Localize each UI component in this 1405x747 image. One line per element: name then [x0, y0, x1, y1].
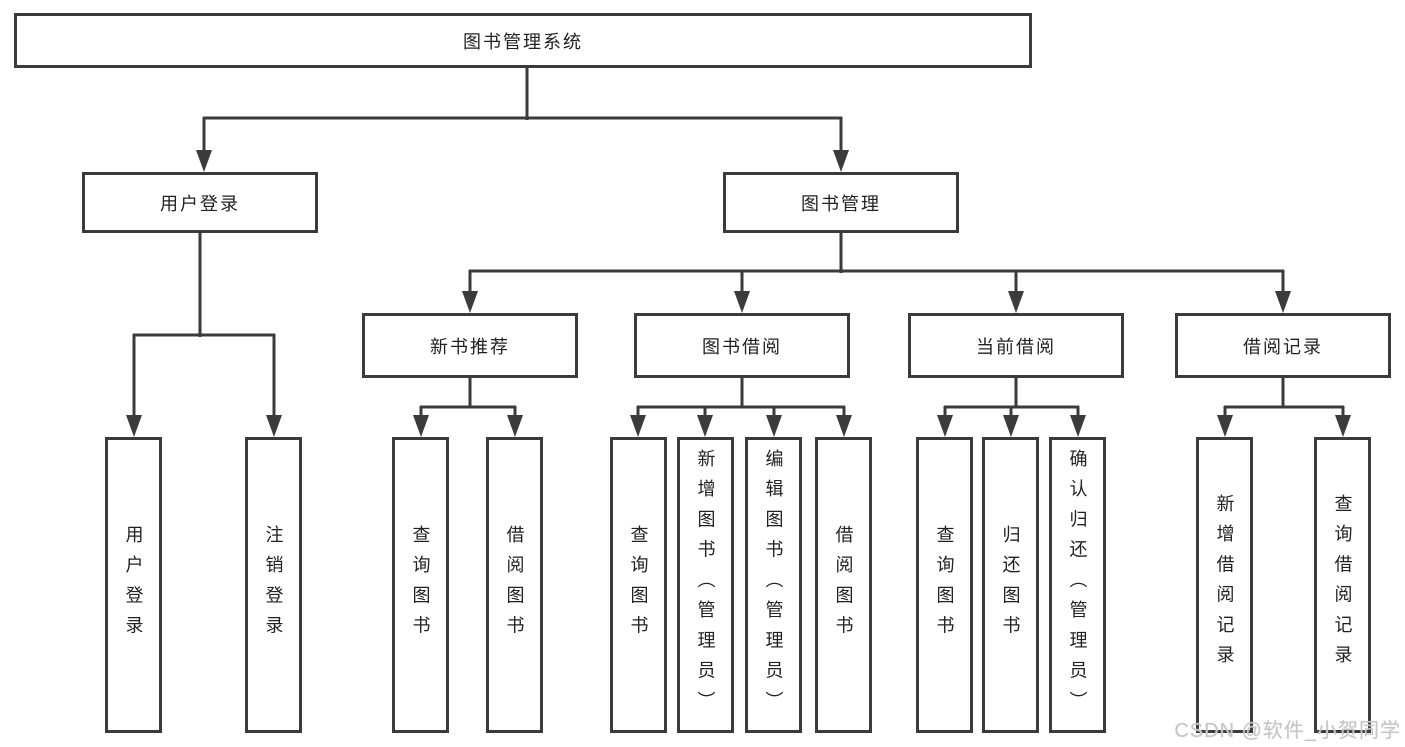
- arrowhead: [833, 150, 849, 172]
- arrowhead: [507, 415, 523, 437]
- leaf-query-book-2-label: 查询图书: [628, 524, 649, 646]
- leaf-edit-book-admin-label: 编辑图书（管理员）: [763, 448, 784, 722]
- leaf-edit-book-admin: 编辑图书（管理员）: [745, 437, 802, 733]
- leaf-query-borrow-record: 查询借阅记录: [1314, 437, 1371, 733]
- leaf-query-book-1: 查询图书: [392, 437, 449, 733]
- leaf-query-book-3-label: 查询图书: [934, 524, 955, 646]
- arrowhead: [937, 415, 953, 437]
- leaf-user-login: 用户登录: [105, 437, 162, 733]
- leaf-borrow-book-2-label: 借阅图书: [833, 524, 854, 646]
- connector-root-to-level2: [196, 68, 849, 172]
- connector-book-borrow-to-leaves: [630, 378, 852, 437]
- arrowhead: [126, 415, 142, 437]
- arrowhead: [196, 150, 212, 172]
- node-new-book-rec-label: 新书推荐: [430, 336, 510, 357]
- arrowhead: [836, 415, 852, 437]
- connector-new-book-to-leaves: [413, 378, 523, 437]
- leaf-borrow-book-1-label: 借阅图书: [504, 524, 525, 646]
- connector-current-borrow-to-leaves: [937, 378, 1086, 437]
- leaf-return-book: 归还图书: [982, 437, 1039, 733]
- leaf-add-borrow-record: 新增借阅记录: [1196, 437, 1253, 733]
- csdn-watermark: CSDN @软件_小贺同学: [1174, 720, 1401, 742]
- leaf-logout: 注销登录: [245, 437, 302, 733]
- leaf-confirm-return-admin: 确认归还（管理员）: [1049, 437, 1106, 733]
- leaf-return-book-label: 归还图书: [1000, 524, 1021, 646]
- leaf-confirm-return-admin-label: 确认归还（管理员）: [1067, 448, 1088, 722]
- node-book-mgmt-label: 图书管理: [801, 193, 881, 214]
- arrowhead: [413, 415, 429, 437]
- arrowhead: [1070, 415, 1086, 437]
- leaf-user-login-label: 用户登录: [123, 524, 144, 646]
- leaf-query-book-2: 查询图书: [610, 437, 667, 733]
- node-borrow-record-label: 借阅记录: [1243, 336, 1323, 357]
- leaf-logout-label: 注销登录: [263, 524, 284, 646]
- arrowhead: [1008, 291, 1024, 313]
- node-current-borrow: 当前借阅: [908, 313, 1124, 378]
- arrowhead: [630, 415, 646, 437]
- node-user-login: 用户登录: [82, 172, 318, 233]
- leaf-borrow-book-2: 借阅图书: [815, 437, 872, 733]
- arrowhead: [462, 291, 478, 313]
- arrowhead: [1275, 291, 1291, 313]
- node-book-borrow-label: 图书借阅: [702, 336, 782, 357]
- leaf-query-book-3: 查询图书: [916, 437, 973, 733]
- leaf-borrow-book-1: 借阅图书: [486, 437, 543, 733]
- arrowhead: [1335, 415, 1351, 437]
- connector-borrow-record-to-leaves: [1217, 378, 1351, 437]
- arrowhead: [766, 415, 782, 437]
- arrowhead: [734, 291, 750, 313]
- arrowhead: [1003, 415, 1019, 437]
- leaf-add-book-admin-label: 新增图书（管理员）: [695, 448, 716, 722]
- node-user-login-label: 用户登录: [160, 193, 240, 214]
- node-new-book-rec: 新书推荐: [362, 313, 578, 378]
- leaf-add-book-admin: 新增图书（管理员）: [677, 437, 734, 733]
- leaf-query-borrow-record-label: 查询借阅记录: [1332, 494, 1353, 676]
- leaf-add-borrow-record-label: 新增借阅记录: [1214, 494, 1235, 676]
- arrowhead: [1217, 415, 1233, 437]
- leaf-query-book-1-label: 查询图书: [410, 524, 431, 646]
- node-book-mgmt: 图书管理: [723, 172, 959, 233]
- connector-user-login-to-leaves: [126, 233, 282, 437]
- arrowhead: [697, 415, 713, 437]
- node-root: 图书管理系统: [14, 13, 1032, 68]
- node-current-borrow-label: 当前借阅: [976, 336, 1056, 357]
- node-borrow-record: 借阅记录: [1175, 313, 1391, 378]
- arrowhead: [266, 415, 282, 437]
- node-book-borrow: 图书借阅: [634, 313, 850, 378]
- node-root-label: 图书管理系统: [463, 31, 583, 52]
- connector-book-mgmt-to-level3: [462, 233, 1291, 313]
